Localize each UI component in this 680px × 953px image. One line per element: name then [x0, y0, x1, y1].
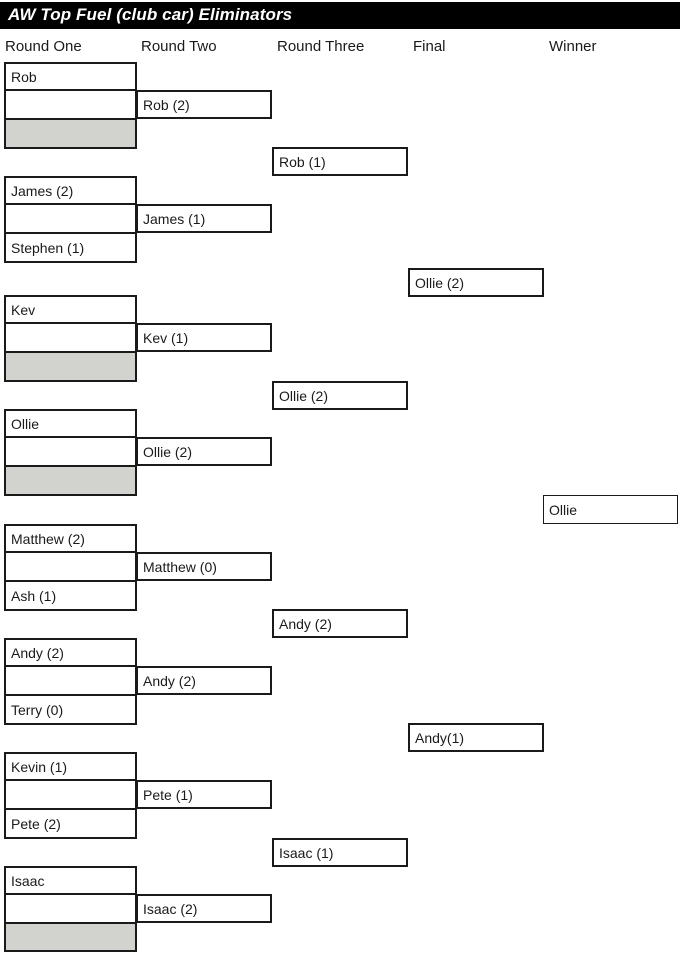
round-two-label: Andy (2) — [143, 672, 196, 689]
round-three-slot[interactable]: Isaac (1) — [272, 838, 408, 867]
round-one-spacer — [4, 324, 137, 353]
round-one-slot[interactable]: Kev — [4, 295, 137, 324]
round-two-slot[interactable]: James (1) — [136, 204, 272, 233]
round-one-bye-slot[interactable] — [4, 120, 137, 149]
round-one-label: Rob — [11, 68, 37, 85]
round-two-slot[interactable]: Rob (2) — [136, 90, 272, 119]
round-two-label: Matthew (0) — [143, 558, 217, 575]
round-one-slot[interactable]: James (2) — [4, 176, 137, 205]
round-one-spacer — [4, 895, 137, 924]
round-two-slot[interactable]: Kev (1) — [136, 323, 272, 352]
round-two-label: Pete (1) — [143, 786, 193, 803]
final-slot[interactable]: Ollie (2) — [408, 268, 544, 297]
round-two-slot[interactable]: Matthew (0) — [136, 552, 272, 581]
round-one-spacer — [4, 205, 137, 234]
final-label: Andy(1) — [415, 729, 465, 746]
round-one-spacer — [4, 781, 137, 810]
final-slot[interactable]: Andy(1) — [408, 723, 544, 752]
column-header-final: Final — [413, 38, 446, 55]
round-three-slot[interactable]: Ollie (2) — [272, 381, 408, 410]
round-three-label: Ollie (2) — [279, 387, 329, 404]
round-one-spacer — [4, 438, 137, 467]
round-one-spacer — [4, 667, 137, 696]
round-three-slot[interactable]: Andy (2) — [272, 609, 408, 638]
round-one-slot[interactable]: Ash (1) — [4, 582, 137, 611]
column-header-round-two: Round Two — [141, 38, 217, 55]
round-one-bye-slot[interactable] — [4, 353, 137, 382]
round-one-label: Stephen (1) — [11, 239, 85, 256]
round-one-slot[interactable]: Matthew (2) — [4, 524, 137, 553]
round-one-label: James (2) — [11, 182, 74, 199]
round-three-slot[interactable]: Rob (1) — [272, 147, 408, 176]
round-one-label: Kev — [11, 301, 36, 318]
round-one-slot[interactable]: Ollie — [4, 409, 137, 438]
round-one-label: Isaac — [11, 872, 45, 889]
round-one-label: Ash (1) — [11, 587, 57, 604]
round-two-label: Kev (1) — [143, 329, 189, 346]
round-one-slot[interactable]: Stephen (1) — [4, 234, 137, 263]
final-label: Ollie (2) — [415, 274, 465, 291]
round-two-label: Isaac (2) — [143, 900, 198, 917]
round-two-slot[interactable]: Isaac (2) — [136, 894, 272, 923]
round-one-label: Matthew (2) — [11, 530, 85, 547]
round-one-slot[interactable]: Terry (0) — [4, 696, 137, 725]
round-one-label: Terry (0) — [11, 701, 64, 718]
page-title: AW Top Fuel (club car) Eliminators — [8, 5, 293, 24]
winner-label: Ollie — [549, 501, 578, 518]
round-two-slot[interactable]: Ollie (2) — [136, 437, 272, 466]
round-two-label: Rob (2) — [143, 96, 190, 113]
round-two-slot[interactable]: Andy (2) — [136, 666, 272, 695]
round-one-slot[interactable]: Rob — [4, 62, 137, 91]
column-header-round-one: Round One — [5, 38, 82, 55]
round-one-spacer — [4, 553, 137, 582]
round-one-slot[interactable]: Pete (2) — [4, 810, 137, 839]
round-one-bye-slot[interactable] — [4, 467, 137, 496]
winner-slot[interactable]: Ollie — [543, 495, 678, 524]
round-one-spacer — [4, 91, 137, 120]
title-bar: AW Top Fuel (club car) Eliminators — [0, 2, 680, 29]
round-one-slot[interactable]: Kevin (1) — [4, 752, 137, 781]
round-two-slot[interactable]: Pete (1) — [136, 780, 272, 809]
round-two-label: James (1) — [143, 210, 206, 227]
round-three-label: Rob (1) — [279, 153, 326, 170]
round-one-label: Pete (2) — [11, 815, 61, 832]
round-two-label: Ollie (2) — [143, 443, 193, 460]
round-one-label: Ollie — [11, 415, 40, 432]
round-one-slot[interactable]: Isaac — [4, 866, 137, 895]
round-one-bye-slot[interactable] — [4, 924, 137, 952]
round-three-label: Isaac (1) — [279, 844, 334, 861]
column-header-round-three: Round Three — [277, 38, 365, 55]
round-one-slot[interactable]: Andy (2) — [4, 638, 137, 667]
round-three-label: Andy (2) — [279, 615, 332, 632]
round-one-label: Kevin (1) — [11, 758, 68, 775]
column-header-winner: Winner — [549, 38, 597, 55]
round-one-label: Andy (2) — [11, 644, 64, 661]
